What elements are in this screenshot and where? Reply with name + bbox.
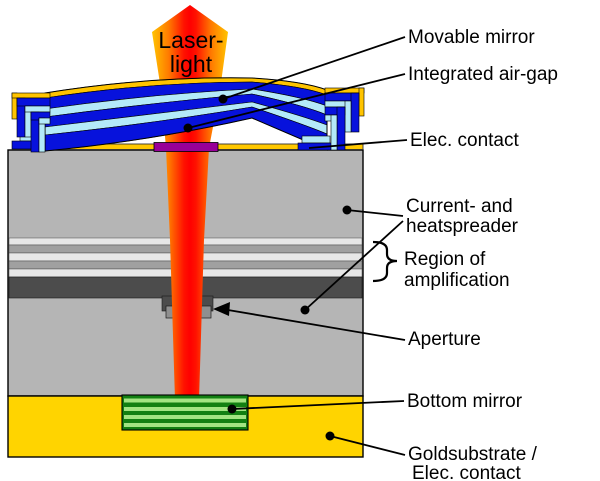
label-laser-line1: Laser- bbox=[158, 27, 223, 53]
leader-movable-mirror bbox=[222, 36, 406, 100]
label-bottom-mirror: Bottom mirror bbox=[407, 391, 523, 412]
bottom-mirror-layer bbox=[124, 407, 246, 411]
label-aperture: Aperture bbox=[408, 329, 481, 350]
label-gold-line1: Goldsubstrate / bbox=[408, 444, 538, 465]
label-gold-line2: Elec. contact bbox=[412, 463, 521, 481]
contact-pad bbox=[153, 142, 219, 152]
label-laser-line2: light bbox=[170, 51, 213, 77]
dot-heatspreader-lower bbox=[300, 305, 310, 315]
bottom-mirror-layer bbox=[124, 398, 246, 403]
anchor-layer bbox=[16, 97, 51, 107]
label-heatspreader-line1: Current- and bbox=[406, 196, 513, 217]
text-labels: Laser- light Movable mirror Integrated a… bbox=[158, 27, 558, 481]
dot-heatspreader-upper bbox=[342, 205, 352, 215]
dot-movable-mirror bbox=[218, 94, 228, 104]
mirror-left-anchor bbox=[11, 92, 51, 153]
label-movable-mirror: Movable mirror bbox=[408, 27, 535, 48]
amplification-brace bbox=[372, 240, 398, 283]
annotations bbox=[183, 36, 408, 456]
label-air-gap: Integrated air-gap bbox=[408, 64, 558, 85]
anchor-layer bbox=[330, 114, 338, 151]
anchor-layer bbox=[11, 92, 51, 99]
leader-elec-contact bbox=[308, 139, 408, 149]
label-heatspreader-line2: heatspreader bbox=[406, 216, 519, 237]
leader-heatspreader-lower bbox=[304, 220, 404, 311]
bottom-mirror-layer bbox=[124, 423, 246, 427]
mirror-right-anchor bbox=[297, 87, 365, 151]
leader-air-gap bbox=[187, 73, 406, 129]
anchor-layer bbox=[344, 100, 352, 133]
bottom-mirror-layer bbox=[124, 415, 246, 419]
aperture-arrowhead bbox=[213, 302, 230, 316]
anchor-layer bbox=[38, 117, 51, 125]
leader-heatspreader-upper bbox=[346, 209, 404, 217]
anchor-layer bbox=[350, 92, 360, 133]
dot-bottom-mirror bbox=[227, 404, 237, 414]
leader-gold bbox=[329, 435, 406, 456]
bottom-mirror bbox=[121, 394, 249, 431]
anchor-layer bbox=[301, 135, 331, 144]
label-amplification-line2: amplification bbox=[404, 270, 510, 291]
leader-bottom-mirror bbox=[231, 400, 405, 410]
dot-air-gap bbox=[183, 123, 193, 133]
anchor-layer bbox=[336, 106, 346, 151]
anchor-layer bbox=[24, 105, 51, 113]
label-elec-contact-top: Elec. contact bbox=[410, 130, 519, 151]
leader-aperture bbox=[227, 309, 406, 341]
dot-gold bbox=[325, 431, 335, 441]
anchor-layer bbox=[358, 87, 365, 117]
label-amplification-line1: Region of bbox=[404, 249, 486, 270]
